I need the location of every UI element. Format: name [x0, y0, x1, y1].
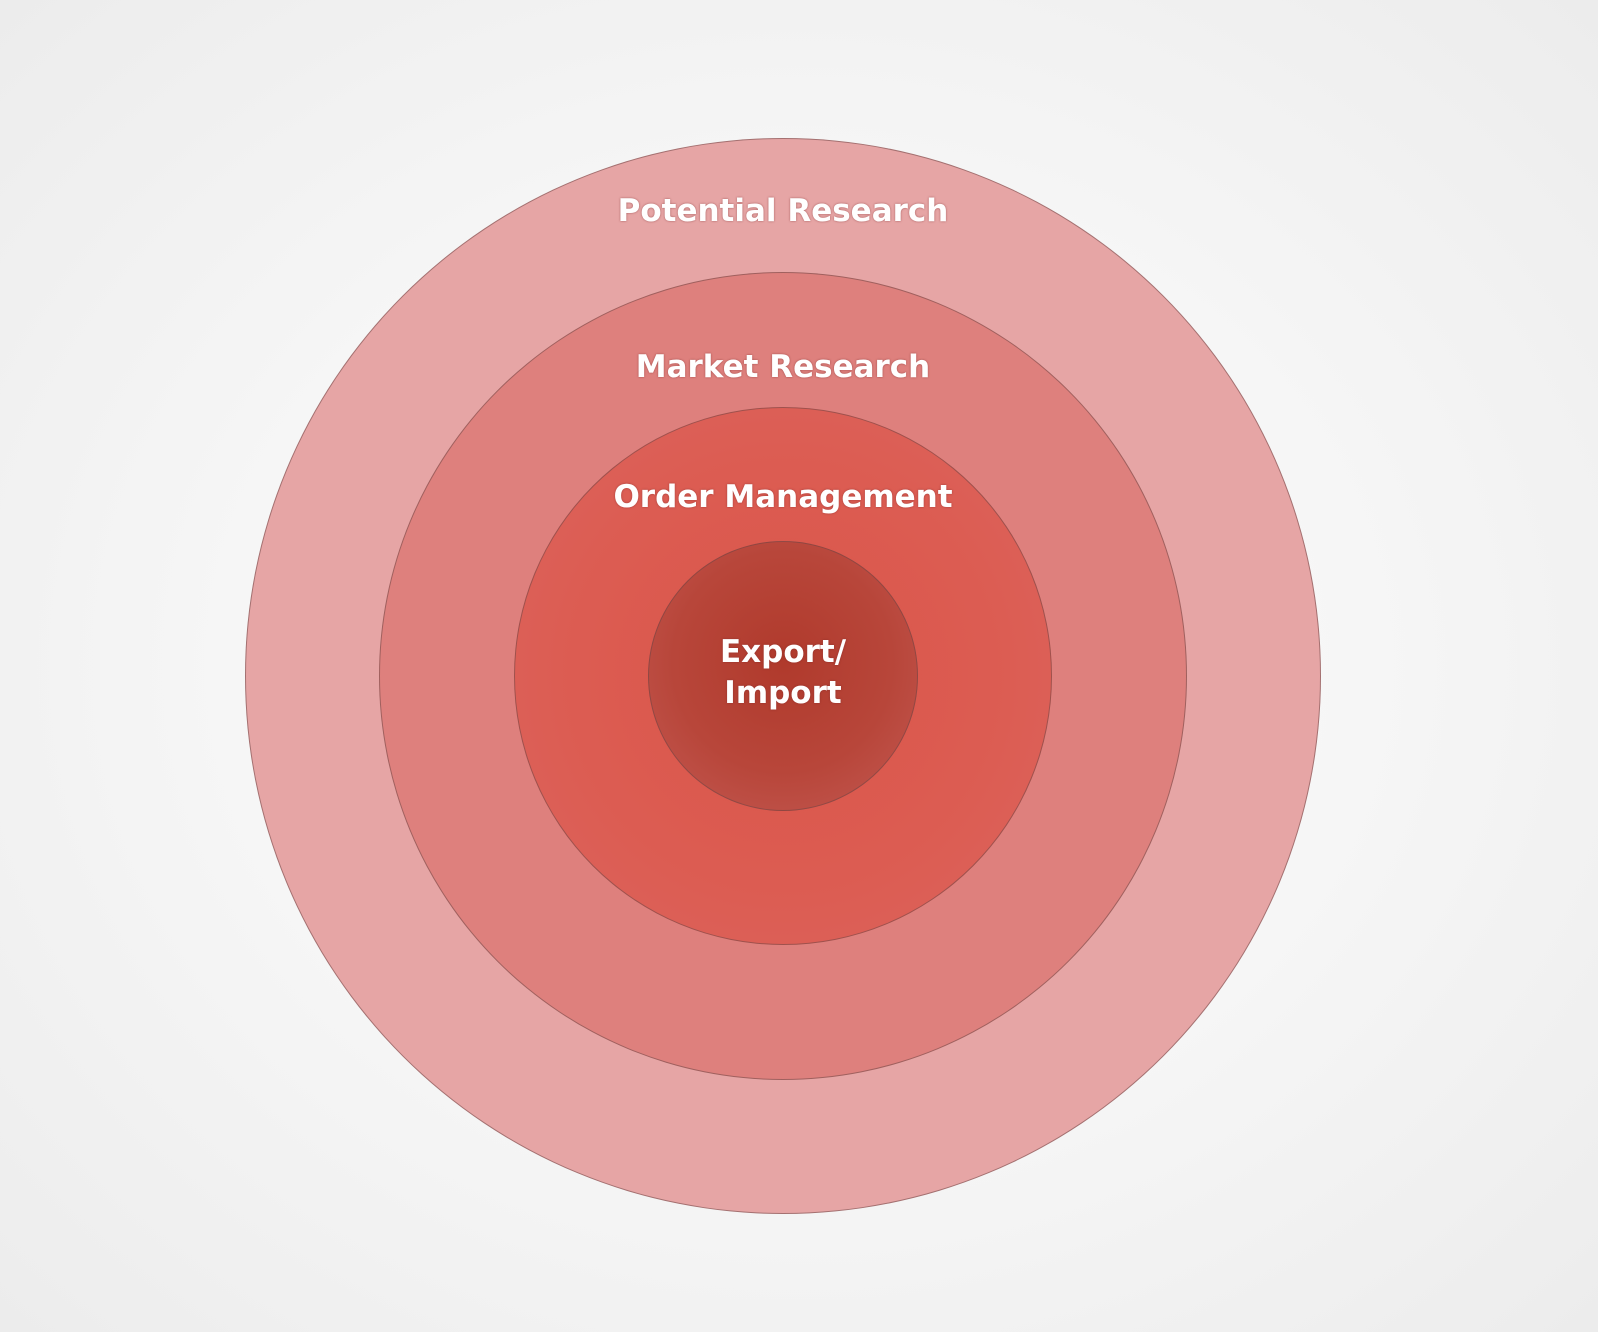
- label-market-research: Market Research: [635, 349, 931, 385]
- label-order-management: Order Management: [613, 479, 953, 515]
- label-export-import: Export/ Import: [283, 632, 1283, 714]
- label-import-line: Import: [724, 675, 842, 711]
- label-potential-research: Potential Research: [617, 193, 949, 229]
- layer-export-import: [648, 541, 918, 811]
- label-export-line: Export/: [719, 634, 847, 670]
